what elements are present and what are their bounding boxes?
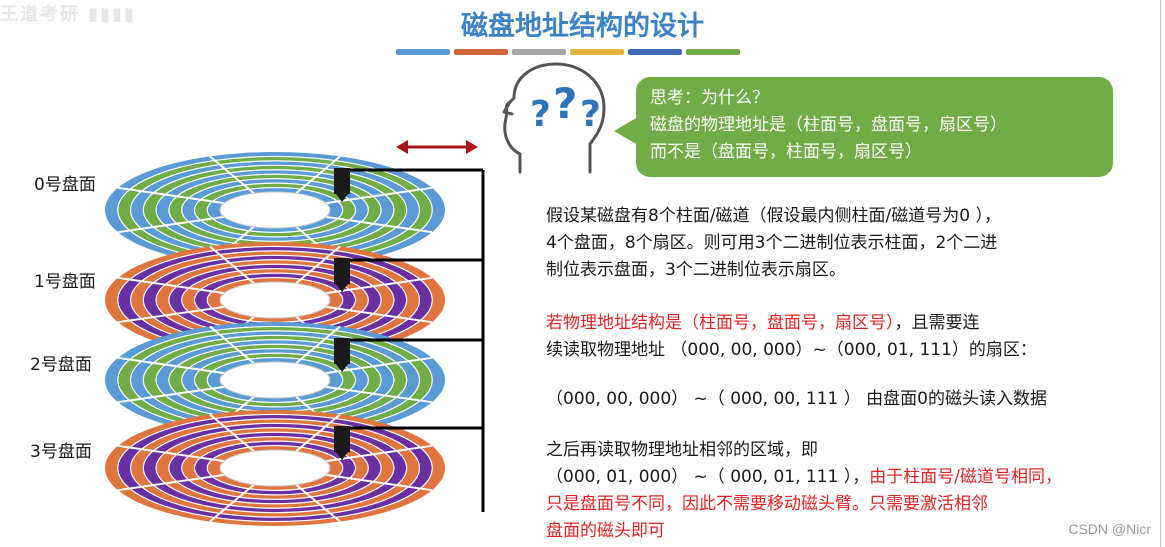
- sector-divider: [117, 473, 225, 492]
- sector-divider: [295, 325, 341, 365]
- color-strip-segment: [686, 49, 740, 55]
- sector-divider: [117, 385, 225, 404]
- address-structure-line-2: 续读取物理地址 （000, 00, 000）~（000, 01, 111）的扇区…: [546, 340, 1037, 360]
- assumption-line-2: 4个盘面，8个扇区。则可用3个二进制位表示柱面，2个二进: [546, 233, 998, 253]
- assumption-line-1: 假设某磁盘有8个柱面/磁道（假设最内侧柱面/磁道号为0 ），: [546, 206, 1001, 226]
- sector-divider: [325, 186, 433, 205]
- disk-platter-0: [105, 152, 445, 268]
- address-structure-highlight: 若物理地址结构是（柱面号，盘面号，扇区号）: [546, 313, 895, 333]
- sector-divider: [325, 385, 433, 404]
- sector-divider: [117, 186, 225, 205]
- track-separator: [181, 436, 369, 500]
- sector-divider: [295, 245, 341, 285]
- top-watermark: 王道考研 ▮▮▮▮: [0, 4, 136, 22]
- disk-label-3: 3号盘面: [30, 442, 92, 462]
- read-range-line: （000, 00, 000） ~（ 000, 00, 111 ） 由盘面0的磁头…: [546, 389, 1047, 409]
- disk-label-1: 1号盘面: [34, 272, 96, 292]
- sector-divider: [209, 413, 255, 453]
- title-color-strip: [396, 49, 740, 55]
- sector-divider: [117, 356, 225, 375]
- spindle-hole: [219, 191, 331, 229]
- svg-text:?: ?: [530, 94, 551, 135]
- sector-divider: [209, 245, 255, 285]
- sector-divider: [209, 483, 255, 523]
- next-read-line-1: 之后再读取物理地址相邻的区域，即: [546, 440, 818, 460]
- color-strip-segment: [454, 49, 508, 55]
- sector-divider: [117, 215, 225, 234]
- sector-divider: [295, 483, 341, 523]
- svg-text:?: ?: [553, 79, 577, 128]
- track-separator: [206, 186, 344, 234]
- color-strip-segment: [396, 49, 450, 55]
- track-separator: [206, 444, 344, 492]
- slide-border: [1160, 0, 1161, 547]
- color-strip-segment: [512, 49, 566, 55]
- read-head-arm-1: [334, 258, 483, 292]
- disk-label-2: 2号盘面: [30, 355, 92, 375]
- color-strip-segment: [570, 49, 624, 55]
- address-structure-line-1-rest: ，且需要连: [894, 313, 980, 333]
- track-separator: [193, 352, 357, 408]
- read-head-arm-0: [334, 168, 483, 202]
- next-read-range: （000, 01, 000） ~（ 000, 01, 111 ），: [546, 467, 870, 487]
- bubble-line-2: 磁盘的物理地址是（柱面号，盘面号，扇区号）: [650, 115, 1007, 135]
- track-separator: [129, 418, 421, 518]
- sector-divider: [117, 276, 225, 295]
- assumption-paragraph: 假设某磁盘有8个柱面/磁道（假设最内侧柱面/磁道号为0 ）， 4个盘面，8个扇区…: [546, 203, 1001, 284]
- next-read-line-3: 只是盘面号不同，因此不需要移动磁头臂。只需要激活相邻: [546, 494, 988, 514]
- spindle-hole: [219, 449, 331, 487]
- read-head-icon: [334, 168, 350, 202]
- bubble-line-3: 而不是（盘面号，柱面号，扇区号）: [650, 142, 922, 162]
- next-read-paragraph: 之后再读取物理地址相邻的区域，即 （000, 01, 000） ~（ 000, …: [546, 437, 1062, 545]
- spindle-hole: [219, 281, 331, 319]
- disk-label-0: 0号盘面: [34, 175, 96, 195]
- read-head-icon: [334, 338, 350, 372]
- sector-divider: [117, 305, 225, 324]
- thinking-speech-bubble: 思考：为什么？ 磁盘的物理地址是（柱面号，盘面号，扇区号） 而不是（盘面号，柱面…: [636, 77, 1113, 177]
- track-separator: [206, 356, 344, 404]
- svg-text:?: ?: [580, 94, 601, 135]
- sector-divider: [117, 444, 225, 463]
- next-read-reason: 由于柱面号/磁道号相同，: [869, 467, 1062, 487]
- speech-bubble-tail: [614, 117, 638, 145]
- read-head-arm-3: [334, 426, 483, 460]
- sector-divider: [209, 325, 255, 365]
- disk-platter-diagram: ? ? ?: [105, 62, 606, 526]
- sector-divider: [295, 413, 341, 453]
- sector-divider: [325, 276, 433, 295]
- sector-divider: [325, 356, 433, 375]
- double-arrow-icon: [396, 140, 478, 154]
- sector-divider: [209, 155, 255, 195]
- assumption-line-3: 制位表示盘面，3个二进制位表示扇区。: [546, 260, 846, 280]
- read-head-icon: [334, 258, 350, 292]
- sector-divider: [325, 473, 433, 492]
- bubble-question: 思考：为什么？: [650, 88, 769, 108]
- page-title: 磁盘地址结构的设计: [461, 11, 704, 42]
- read-head-arm-2: [334, 338, 483, 372]
- track-separator: [193, 440, 357, 496]
- sector-divider: [295, 155, 341, 195]
- thinking-head-icon: [502, 62, 606, 174]
- read-head-icon: [334, 426, 350, 460]
- spindle-hole: [219, 361, 331, 399]
- track-separator: [155, 427, 395, 509]
- track-separator: [142, 422, 408, 514]
- color-strip-segment: [628, 49, 682, 55]
- next-read-line-4: 盘面的磁头即可: [546, 521, 665, 541]
- track-separator: [181, 178, 369, 242]
- csdn-watermark: CSDN @Nicr: [1068, 521, 1151, 537]
- track-separator: [193, 182, 357, 238]
- track-separator: [168, 431, 382, 505]
- sector-divider: [325, 215, 433, 234]
- address-structure-paragraph: 若物理地址结构是（柱面号，盘面号，扇区号），且需要连 续读取物理地址 （000,…: [546, 310, 1037, 364]
- sector-divider: [325, 305, 433, 324]
- track-separator: [117, 413, 433, 523]
- sector-divider: [325, 444, 433, 463]
- question-marks-icon: ? ? ?: [530, 79, 601, 135]
